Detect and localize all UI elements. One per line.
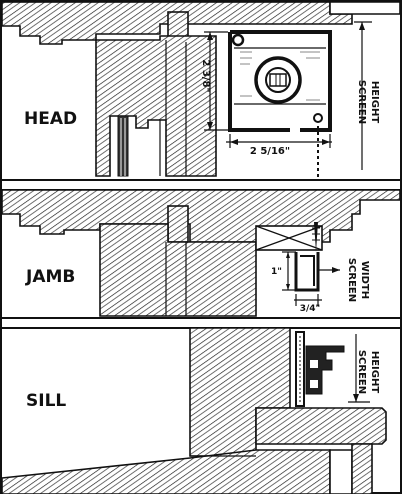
head-screen-frame-strip	[117, 115, 129, 177]
jamb-screen-label-2: WIDTH	[359, 261, 370, 299]
head-jamb-wood	[95, 35, 217, 177]
sill-screen-label-1: SCREEN	[356, 350, 367, 394]
head-roller-housing	[230, 30, 332, 132]
jamb-track-channel	[294, 252, 320, 292]
jamb-screen-label-1: SCREEN	[346, 258, 357, 302]
head-dim-width-text: 2 5/16"	[250, 146, 290, 157]
jamb-dim-height-text: 1"	[271, 267, 282, 277]
head-screen-label-2: HEIGHT	[369, 81, 380, 123]
jamb-dim-width-text: 3/4"	[300, 304, 321, 314]
head-top-right-block	[329, 1, 401, 15]
sill-board	[255, 407, 387, 445]
sill-screen-label-2: HEIGHT	[369, 351, 380, 393]
head-screen-label-1: SCREEN	[356, 80, 367, 124]
head-clip-icon	[231, 33, 245, 47]
jamb-section: 1" 3/4" SCREEN WIDTH JAMB	[1, 189, 401, 317]
head-dim-height-text: 2 3/8"	[200, 59, 211, 92]
jamb-label: JAMB	[25, 267, 75, 287]
jamb-casing	[1, 189, 401, 243]
head-section: 2 3/8" 2 5/16" SCREEN HEIGHT HEAD	[1, 1, 401, 178]
head-roller-icon	[254, 56, 302, 104]
jamb-screw-icon	[314, 222, 318, 252]
sill-lower-slope	[1, 449, 331, 494]
jamb-stop-block	[167, 205, 189, 243]
head-label: HEAD	[24, 109, 77, 129]
sill-section: SCREEN HEIGHT SILL	[1, 327, 387, 494]
sill-label: SILL	[26, 391, 66, 411]
